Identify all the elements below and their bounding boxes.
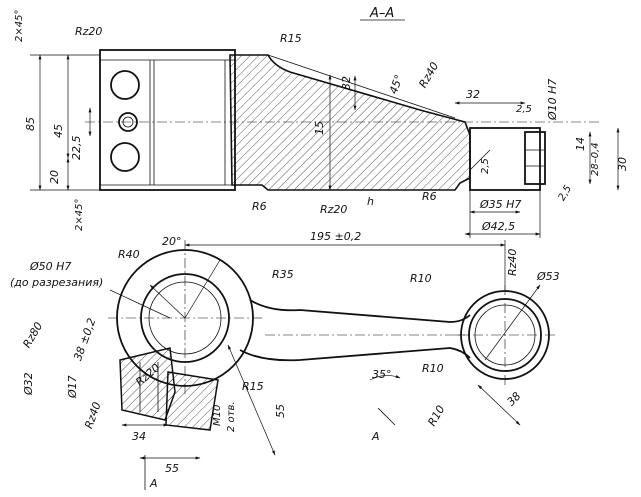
dim-85-label: 85	[24, 117, 37, 131]
note-no-cut-label: (до разрезания)	[10, 276, 103, 289]
r10-bottom-label: R10	[425, 403, 447, 428]
chamfer-bottom-label: 2×45°	[74, 199, 85, 231]
rz80-label: Rz80	[20, 320, 45, 350]
plan-view: 20° R40 195 ±0,2 Rz40 Ø50 H7 (до разреза…	[10, 230, 560, 490]
shank-upper-edge	[249, 299, 471, 323]
dim-line-38-right	[477, 384, 521, 426]
chamfer-top-label: 2×45°	[14, 10, 25, 42]
dim-55-bottom-label: 55	[165, 462, 179, 475]
rz20-mid-label: Rz20	[320, 203, 347, 216]
h-label: h	[367, 195, 374, 208]
section-title: А–А	[369, 6, 394, 21]
r40-left-label: R40	[118, 248, 140, 261]
rz40-top-label: Rz40	[416, 60, 441, 90]
rz20-top-label: Rz20	[75, 25, 102, 38]
dim-32-top-label: 32	[466, 88, 480, 101]
r6-left-label: R6	[252, 200, 267, 213]
holes-label: 2 отв.	[226, 401, 237, 432]
r10-mid-label: R10	[422, 362, 444, 375]
angle-45-label: 45°	[387, 73, 406, 96]
dim-2-5-left-label: 2,5	[480, 158, 491, 174]
bolt-boss-right	[165, 371, 219, 431]
rz40-right-label: Rz40	[506, 249, 519, 276]
dia-32-label: Ø32	[22, 372, 35, 396]
shank-taper-line	[267, 54, 456, 119]
section-mark-a-right: А	[371, 430, 380, 443]
r40-leader	[149, 284, 186, 319]
dia-42-5-label: Ø42,5	[481, 220, 515, 233]
small-end-chamfer	[469, 149, 491, 171]
section-cut-right	[377, 407, 396, 426]
r6-right-label: R6	[422, 190, 437, 203]
angle-ray	[184, 259, 221, 319]
angle-35-label: 35°	[372, 368, 392, 381]
dim-line-55-diag	[227, 344, 276, 456]
r15-top-label: R15	[280, 32, 302, 45]
dim-28-label: 28–0,4	[590, 142, 601, 176]
dia-50h7-label: Ø50 H7	[29, 260, 71, 273]
dia-10h7-label: Ø10 H7	[546, 79, 559, 121]
dim-38-label: 38 ±0,2	[71, 316, 98, 362]
dim-34-label: 34	[132, 430, 146, 443]
dim-2-5-top-label: 2,5	[516, 104, 532, 115]
dia-53-leader	[484, 284, 541, 361]
r10-top-label: R10	[410, 272, 432, 285]
dia-17-label: Ø17	[66, 375, 79, 399]
bolt-hole-bottom	[110, 142, 140, 172]
bushing-bore	[524, 131, 546, 185]
dim-195-label: 195 ±0,2	[310, 230, 361, 243]
section-a-a-view: А–А 2×45° Rz20 R15 85 45 22,5 20 2×45° 3…	[14, 6, 629, 238]
shank-lower-edge	[239, 347, 471, 362]
dim-30-label: 30	[616, 157, 629, 171]
r15-bottom-label: R15	[242, 380, 264, 393]
dim-45-label: 45	[52, 124, 65, 138]
dim-22-5-label: 22,5	[70, 136, 83, 161]
angle-35-arc	[369, 374, 401, 381]
m10-label: M10	[212, 405, 223, 426]
dia-50-leader	[109, 289, 171, 319]
dia-53-label: Ø53	[536, 270, 560, 283]
r35-label: R35	[272, 268, 294, 281]
small-end-block	[469, 127, 541, 191]
angle-20-label: 20°	[162, 235, 182, 248]
rz40-bolt-label: Rz40	[82, 400, 104, 430]
dim-20-label: 20	[48, 170, 61, 184]
dim-55-diag-label: 55	[274, 404, 287, 418]
dim-15-label: 15	[313, 121, 326, 135]
dia-35h7-label: Ø35 H7	[479, 198, 521, 211]
section-mark-a-bottom: А	[149, 477, 158, 490]
dim-2-5-right-label: 2,5	[557, 184, 574, 203]
dim-14-label: 14	[574, 137, 587, 151]
dim-38-right-label: 38	[504, 390, 523, 409]
bolt-hole-mid	[118, 112, 138, 132]
bolt-hole-top	[110, 70, 140, 100]
dim-32-slope-label: 32	[340, 76, 353, 90]
hatched-shank-section	[229, 54, 471, 191]
